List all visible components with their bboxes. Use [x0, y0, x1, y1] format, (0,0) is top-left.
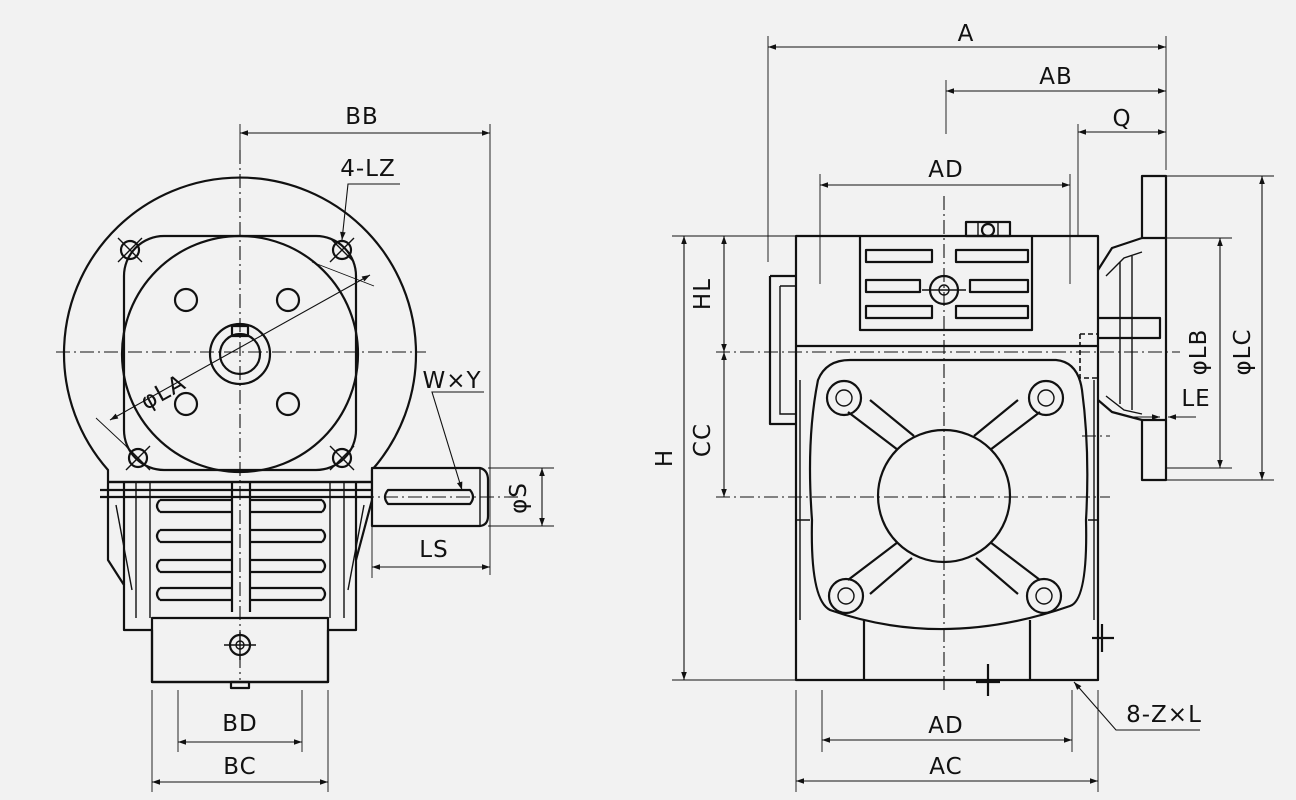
label-ac: AC	[929, 754, 962, 780]
lz-hole-bl	[125, 445, 151, 471]
label-a: A	[958, 21, 975, 47]
label-ls: LS	[419, 537, 448, 563]
right-housing	[768, 220, 1114, 696]
label-le: LE	[1181, 386, 1210, 412]
label-bc: BC	[223, 754, 256, 780]
label-s: φS	[506, 482, 532, 514]
label-8-zxl: 8-Z×L	[1126, 702, 1202, 728]
label-ad-top: AD	[928, 157, 963, 183]
label-hl: HL	[690, 278, 716, 310]
label-ab: AB	[1039, 64, 1073, 90]
label-ad-bottom: AD	[928, 713, 963, 739]
label-q: Q	[1112, 106, 1131, 132]
label-lc: φLC	[1230, 328, 1256, 375]
right-side-view: A AB Q AD H HL CC φLB φLC LE	[652, 21, 1274, 792]
right-input-flange	[1079, 174, 1168, 482]
lz-hole-tl	[117, 237, 143, 263]
label-bb: BB	[345, 104, 379, 130]
left-end-view: BB 4-LZ φLA W×Y φS LS BD BC	[56, 104, 554, 792]
label-wxy: W×Y	[422, 368, 481, 394]
label-cc: CC	[690, 423, 716, 457]
label-lb: φLB	[1186, 329, 1212, 376]
lz-hole-tr	[329, 237, 355, 263]
label-4-lz: 4-LZ	[340, 156, 396, 182]
label-bd: BD	[222, 711, 258, 737]
label-h: H	[652, 449, 678, 467]
lz-hole-br	[329, 445, 355, 471]
